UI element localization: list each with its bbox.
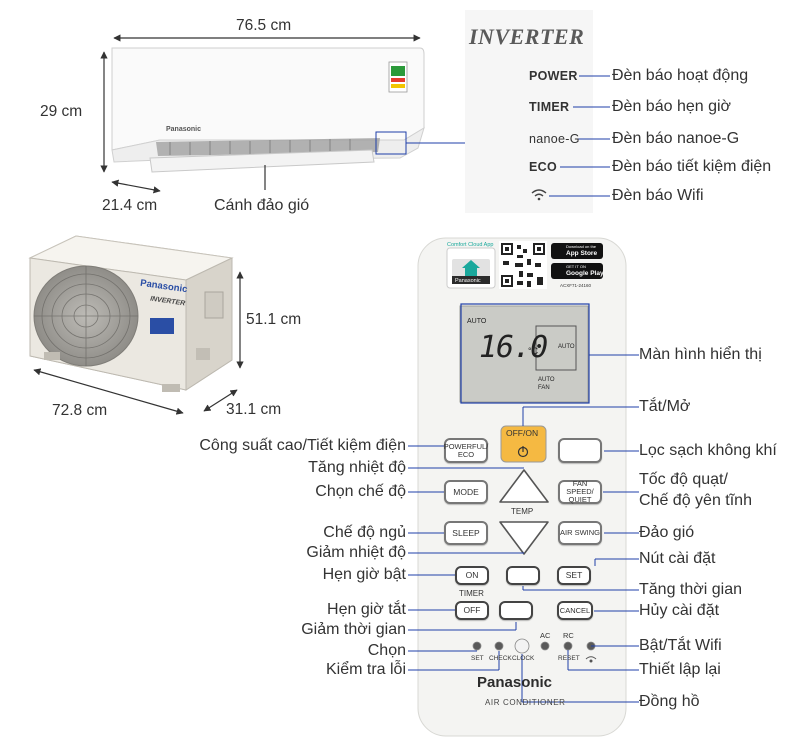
- small-label-clock: CLOCK: [512, 655, 535, 662]
- app-title: Comfort Cloud App: [447, 242, 494, 248]
- off-on-button-label: OFF/ON: [506, 428, 539, 438]
- temp-label: TEMP: [511, 507, 534, 516]
- callout-quiet: Chế độ yên tĩnh: [639, 492, 752, 509]
- callout-time-down: Giảm thời gian: [301, 621, 406, 638]
- callout-temp-up: Tăng nhiệt độ: [308, 459, 406, 476]
- indoor-depth-label: 21.4 cm: [102, 197, 158, 214]
- indicator-desc-power: Đèn báo hoạt động: [612, 67, 749, 84]
- indicator-desc-timer: Đèn báo hẹn giờ: [612, 98, 732, 115]
- callout-select: Chọn: [367, 642, 406, 659]
- timer-label: TIMER: [459, 589, 484, 598]
- indicator-code-nanoe: nanoe-G: [529, 132, 580, 146]
- callout-reset: Thiết lập lại: [639, 661, 721, 678]
- callout-timer-on: Hẹn giờ bật: [322, 566, 406, 583]
- callout-check: Kiểm tra lỗi: [325, 661, 406, 678]
- indicator-code-eco: ECO: [529, 160, 557, 174]
- callout-timer-off: Hẹn giờ tắt: [327, 601, 406, 618]
- inverter-logo: INVERTER: [469, 24, 585, 49]
- callout-air-purify: Lọc sạch không khí: [639, 442, 777, 459]
- set-button[interactable]: SET: [557, 566, 591, 585]
- temp-up-button: [499, 469, 549, 503]
- lcd-fan: FAN: [538, 385, 550, 391]
- outdoor-unit: [28, 235, 234, 392]
- callout-on-off: Tắt/Mở: [639, 398, 691, 415]
- small-label-ac: AC: [540, 631, 551, 640]
- wifi-icon: [531, 189, 547, 201]
- timer-on-button[interactable]: ON: [455, 566, 489, 585]
- google-play-badge[interactable]: Google Play: [566, 270, 604, 277]
- callout-mode: Chọn chế độ: [315, 483, 406, 500]
- callout-swing: Đảo gió: [639, 524, 695, 541]
- remote-model: ACXF71-24160: [560, 283, 592, 288]
- powerful-eco-button[interactable]: POWERFUL/ ECO: [444, 438, 488, 463]
- remote-product: AIR CONDITIONER: [485, 698, 566, 707]
- fan-speed-label-1: FAN SPEED/: [566, 479, 594, 497]
- indoor-brand: Panasonic: [166, 126, 202, 133]
- outdoor-height-label: 51.1 cm: [246, 311, 302, 328]
- callout-powerful-eco: Công suất cao/Tiết kiệm điện: [199, 437, 406, 454]
- sleep-button[interactable]: SLEEP: [444, 521, 488, 545]
- powerful-eco-label-2: ECO: [457, 449, 475, 459]
- callout-time-up: Tăng thời gian: [639, 581, 742, 598]
- callout-clock: Đồng hồ: [639, 693, 700, 710]
- indicator-code-timer: TIMER: [529, 100, 570, 114]
- callout-fan-speed: Tốc độ quạt/: [639, 471, 728, 488]
- time-down-button[interactable]: [499, 601, 533, 620]
- temp-down-button: [499, 521, 549, 555]
- app-store-badge[interactable]: App Store: [566, 250, 598, 257]
- outdoor-depth-label: 31.1 cm: [226, 401, 282, 418]
- cancel-button[interactable]: CANCEL: [557, 601, 593, 620]
- indicator-desc-eco: Đèn báo tiết kiệm điện: [612, 158, 772, 175]
- outdoor-width-label: 72.8 cm: [52, 402, 108, 419]
- callout-set: Nút cài đặt: [639, 550, 716, 567]
- indoor-unit: [111, 47, 465, 173]
- fan-speed-label-2: QUIET: [568, 494, 592, 504]
- lcd-fan-auto: AUTO: [538, 377, 555, 383]
- lcd-mode: AUTO: [467, 318, 487, 325]
- fan-speed-quiet-button[interactable]: FAN SPEED/ QUIET: [558, 480, 602, 504]
- remote-callout-lines: [408, 354, 639, 703]
- indicator-code-power: POWER: [529, 69, 578, 83]
- lcd-temperature: 16.0: [479, 330, 548, 365]
- indoor-height-label: 29 cm: [40, 103, 83, 120]
- remote-brand: Panasonic: [477, 674, 553, 691]
- callout-display: Màn hình hiển thị: [639, 346, 762, 363]
- air-swing-button[interactable]: AIR SWING: [558, 521, 602, 545]
- off-on-button[interactable]: [501, 426, 546, 462]
- flap-label: Cánh đảo gió: [214, 197, 310, 214]
- indoor-width-label: 76.5 cm: [236, 17, 292, 34]
- callout-sleep: Chế độ ngủ: [323, 524, 406, 541]
- indicator-desc-wifi: Đèn báo Wifi: [612, 187, 704, 204]
- callout-cancel: Hủy cài đặt: [639, 602, 720, 619]
- lcd-swing: AUTO: [558, 344, 575, 350]
- time-up-button[interactable]: [506, 566, 540, 585]
- small-label-check: CHECK: [489, 655, 512, 662]
- indoor-dimensions: [100, 34, 421, 194]
- small-label-rc: RC: [563, 631, 574, 640]
- air-purify-button[interactable]: [558, 438, 602, 463]
- google-play-small: GET IT ON: [566, 264, 586, 269]
- small-label-set: SET: [471, 655, 484, 662]
- outdoor-dimensions: [33, 271, 244, 415]
- powerful-eco-label-1: POWERFUL/: [443, 441, 489, 451]
- indicator-callout-lines: [549, 75, 610, 197]
- lcd-unit: °C: [528, 346, 539, 356]
- small-label-reset: RESET: [558, 655, 580, 662]
- indicator-desc-nanoe: Đèn báo nanoe-G: [612, 130, 740, 147]
- timer-off-button[interactable]: OFF: [455, 601, 489, 620]
- callout-temp-down: Giảm nhiệt độ: [306, 544, 406, 561]
- app-label: Panasonic: [455, 278, 481, 284]
- callout-wifi: Bật/Tắt Wifi: [639, 637, 722, 654]
- mode-button[interactable]: MODE: [444, 480, 488, 504]
- indicator-panel-box: [465, 10, 593, 213]
- app-store-small: Download on the: [566, 244, 597, 249]
